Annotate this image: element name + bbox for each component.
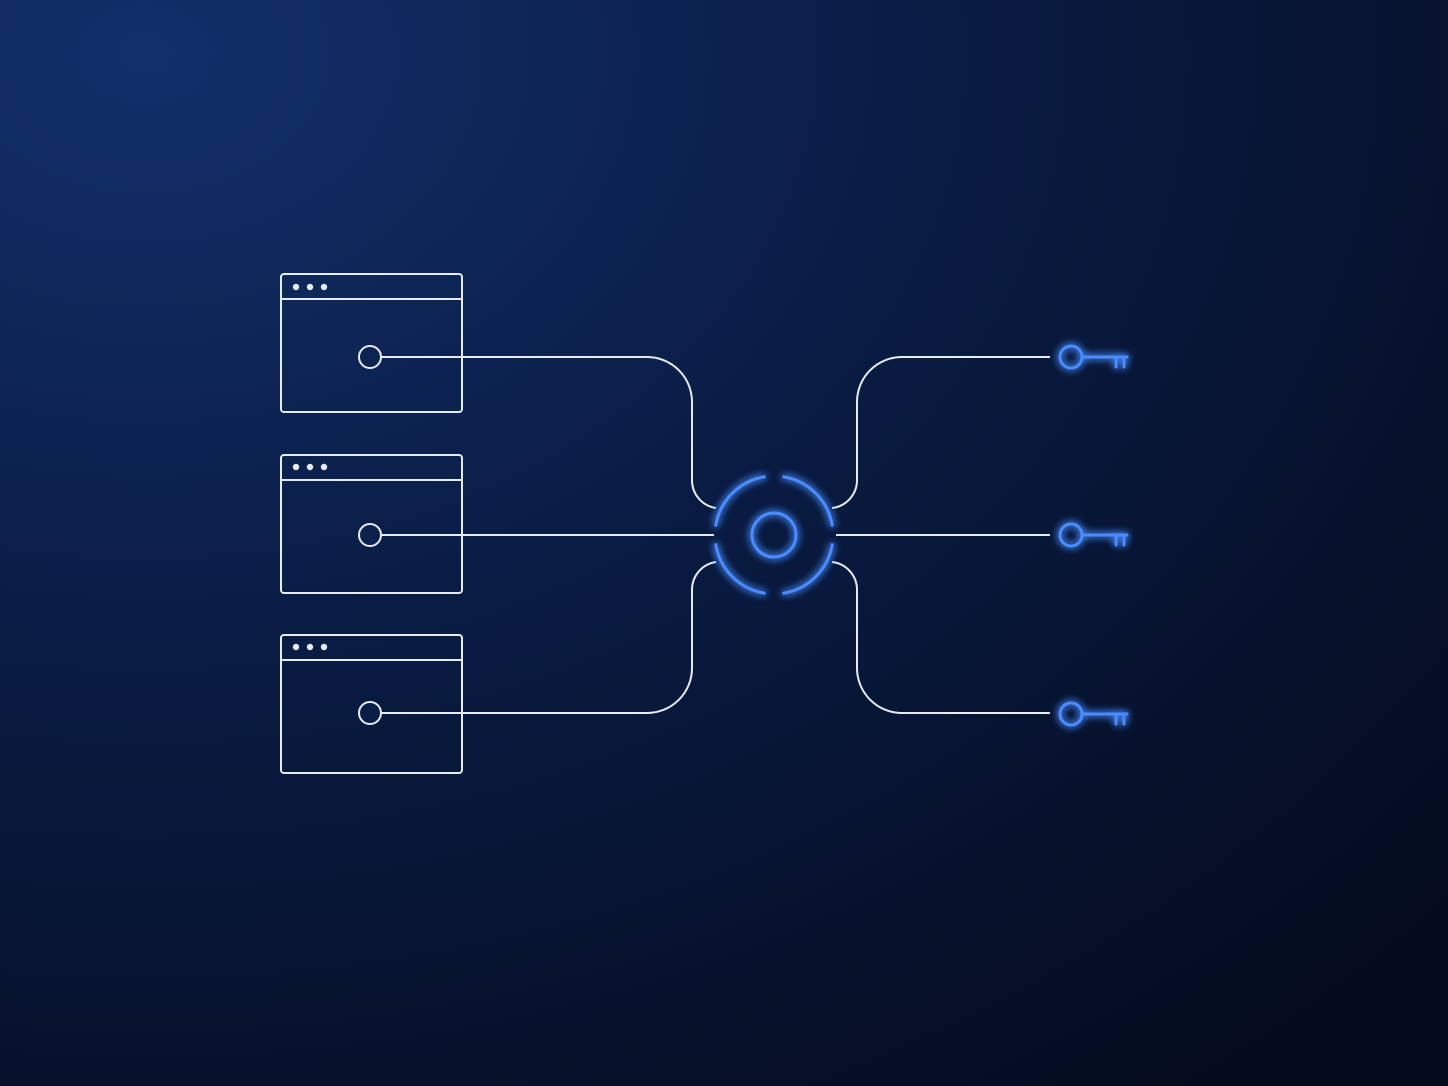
window-frame (280, 273, 463, 413)
target-ring-icon (750, 511, 798, 559)
hub-ring-segment (714, 543, 766, 595)
key-shaft (1080, 712, 1129, 726)
window-frame (280, 454, 463, 594)
window-frame (280, 634, 463, 774)
key-3 (1058, 701, 1129, 727)
central-hub (714, 475, 834, 595)
app-window-1 (280, 273, 463, 413)
window-dot-icon (292, 283, 300, 291)
window-port-icon (358, 523, 382, 547)
key-1 (1058, 344, 1129, 370)
window-port-icon (358, 345, 382, 369)
window-dot-icon (306, 463, 314, 471)
key-shaft (1080, 355, 1129, 369)
window-dot-icon (320, 283, 328, 291)
window-dot-icon (306, 643, 314, 651)
hub-ring-segment (782, 475, 834, 527)
key-2 (1058, 522, 1129, 548)
window-dot-icon (306, 283, 314, 291)
app-window-3 (280, 634, 463, 774)
hub-ring-segment (782, 543, 834, 595)
connector-window-1 (381, 356, 717, 509)
connector-window-3 (381, 561, 717, 714)
window-dot-icon (320, 463, 328, 471)
key-shaft (1080, 533, 1129, 547)
window-dot-icon (292, 643, 300, 651)
hub-ring-segment (714, 475, 766, 527)
window-port-icon (358, 701, 382, 725)
connector-key-3 (831, 561, 1050, 714)
connector-key-1 (831, 356, 1050, 509)
window-dot-icon (292, 463, 300, 471)
connector-lines (381, 356, 1050, 714)
window-dot-icon (320, 643, 328, 651)
app-window-2 (280, 454, 463, 594)
